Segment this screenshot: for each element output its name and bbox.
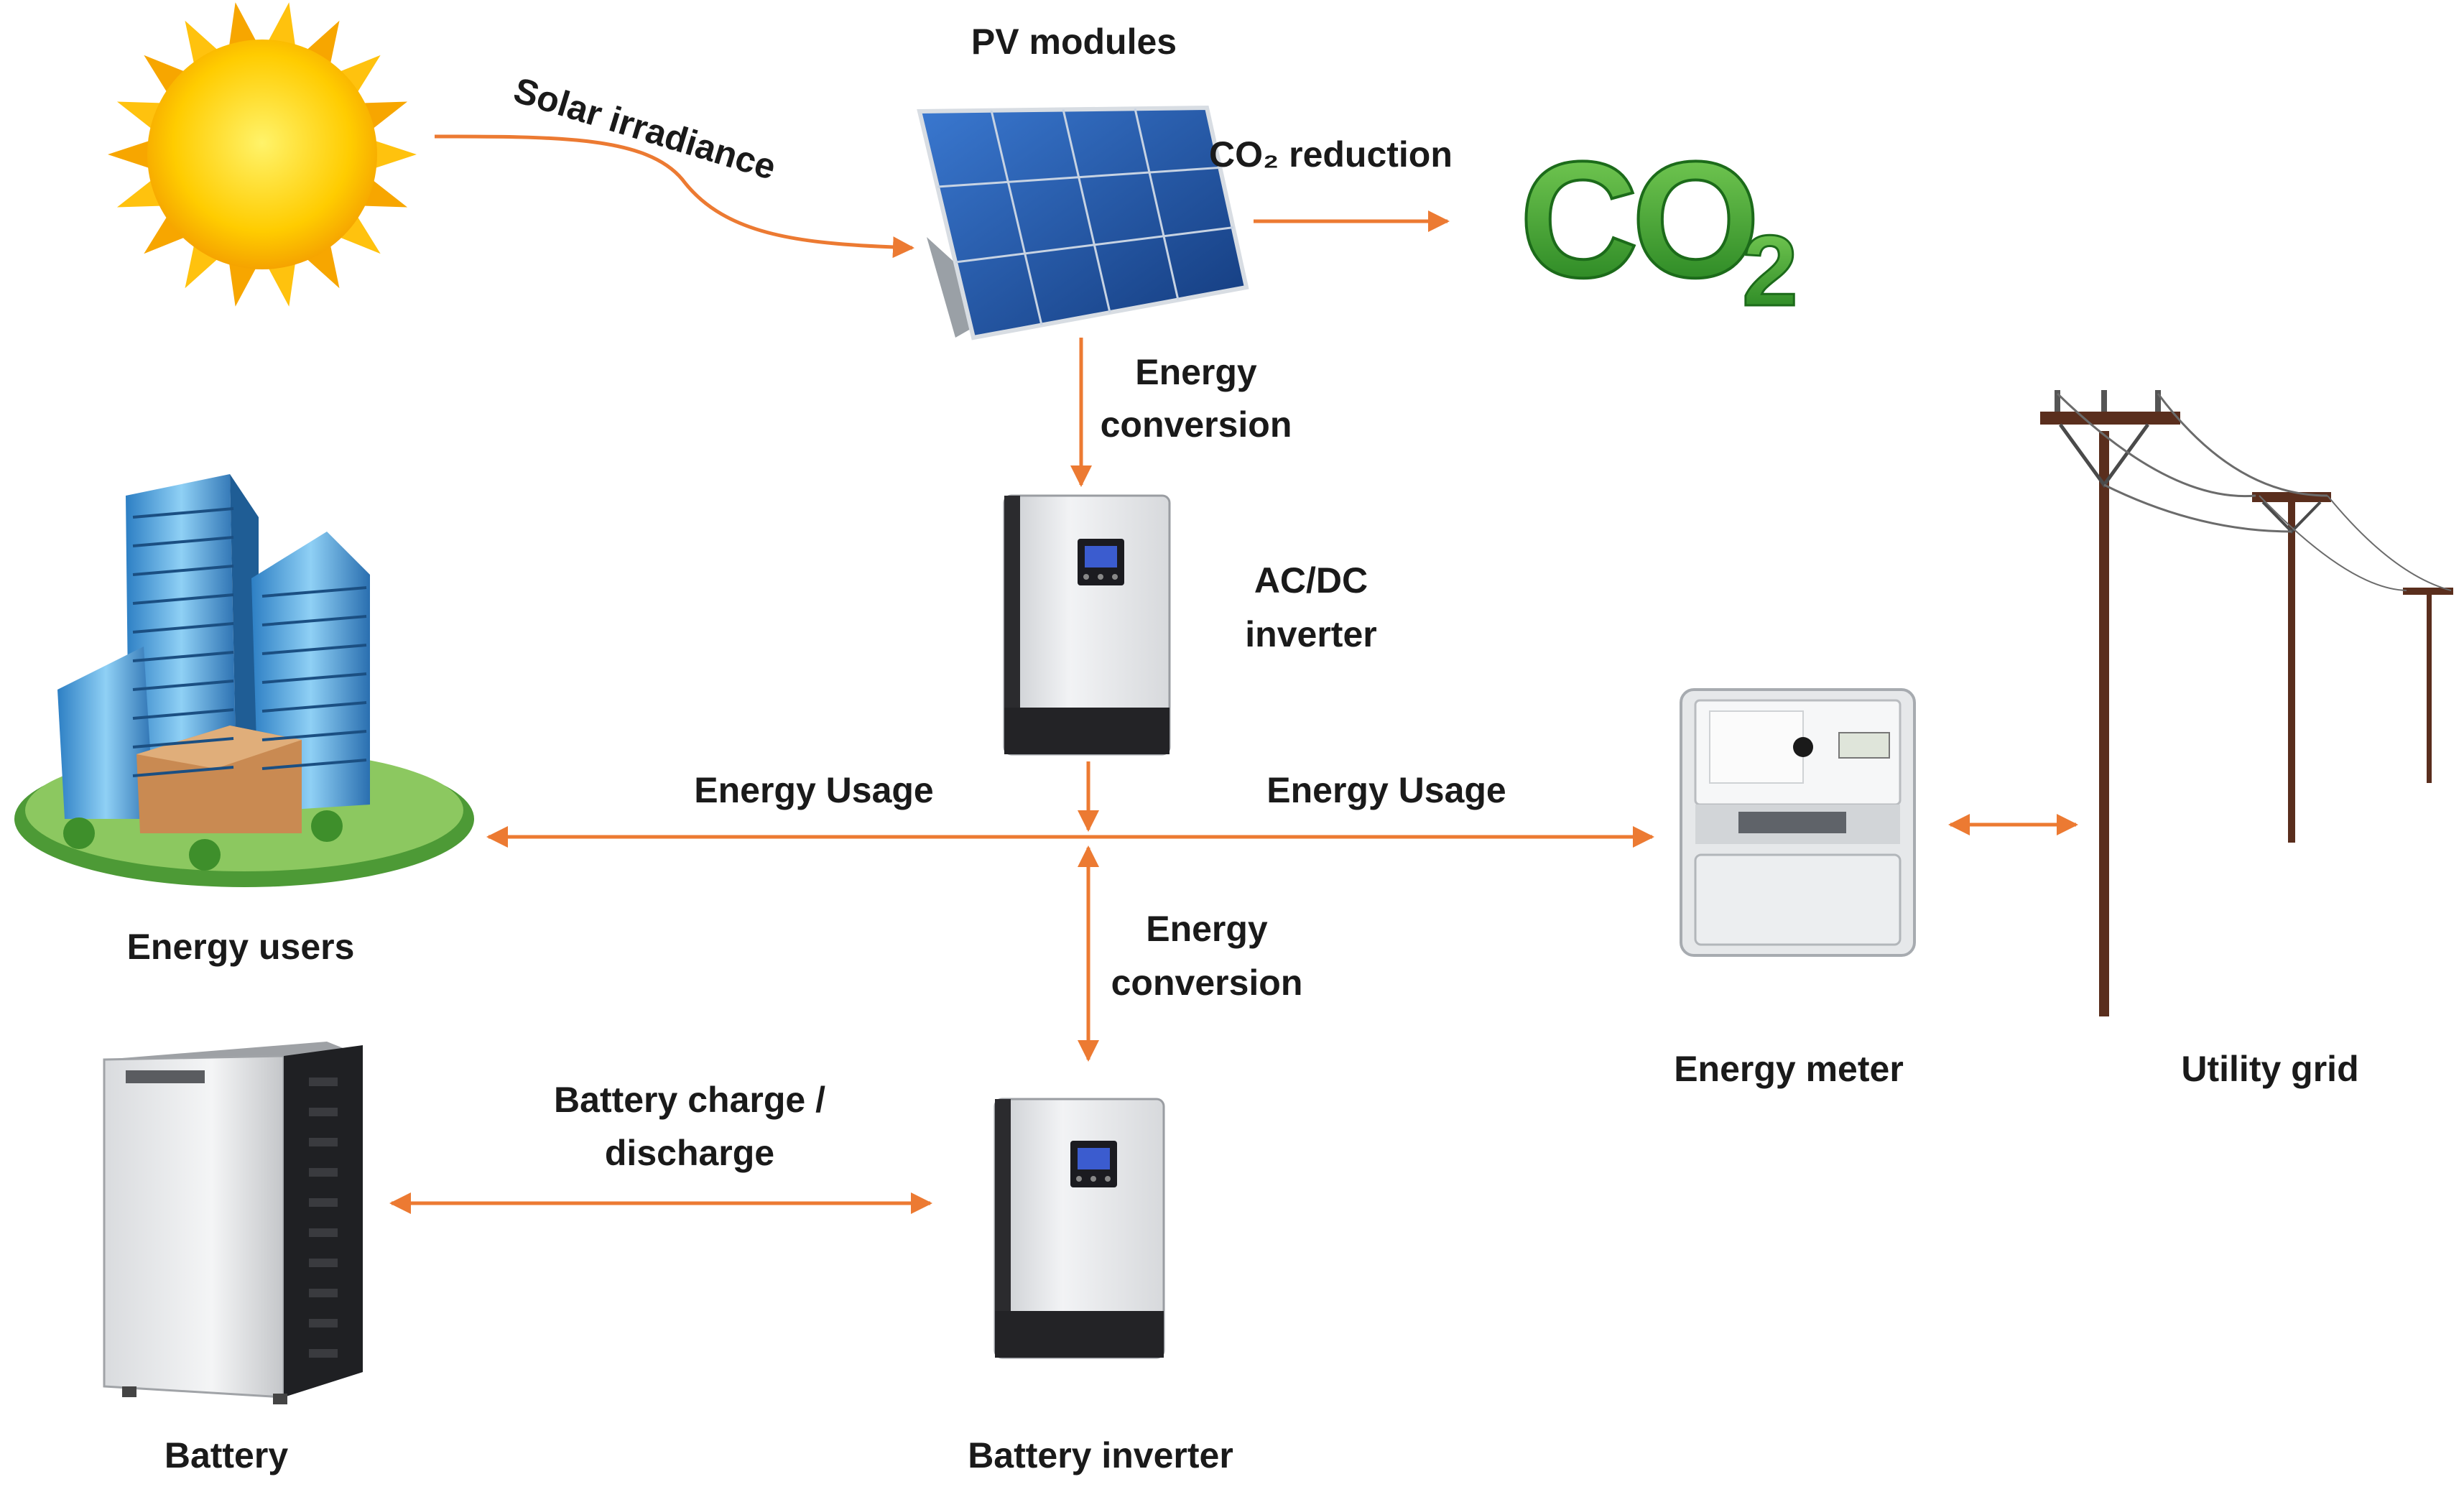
energy-conversion-top-line1: Energy [1135,352,1257,392]
co2-reduction-label: CO₂ reduction [1209,134,1453,175]
battery-label: Battery [165,1435,288,1475]
svg-text:CO: CO [1519,127,1754,312]
solar-panel-icon [917,105,1249,340]
office-buildings-icon [14,474,474,887]
svg-text:2: 2 [1742,214,1798,327]
energy-usage-right-label: Energy Usage [1266,770,1506,810]
energy-meter-icon [1680,688,1916,957]
energy-users-label: Energy users [127,927,355,967]
energy-conversion-bottom-line2: conversion [1111,963,1303,1003]
solar-irradiance-label: Solar irradiance [509,70,781,187]
sun-icon [108,2,417,307]
battery-inverter-icon [994,1098,1165,1359]
acdc-inverter-label-line1: AC/DC [1254,560,1368,601]
energy-conversion-bottom-line1: Energy [1146,909,1268,949]
battery-inverter-label: Battery inverter [968,1435,1233,1475]
pv-modules-label: PV modules [971,22,1177,62]
acdc-inverter-icon [1003,494,1171,756]
acdc-inverter-label-line2: inverter [1245,614,1376,654]
co2-logo: CO 2 [1518,126,1799,328]
utility-poles-icon [2040,390,2453,1016]
battery-charge-label-line1: Battery charge / [554,1080,825,1120]
energy-meter-label: Energy meter [1674,1049,1904,1089]
solar-irradiance-arrow [434,134,914,259]
energy-usage-left-label: Energy Usage [694,770,933,810]
energy-conversion-top-line2: conversion [1101,404,1292,445]
battery-charge-label-line2: discharge [605,1133,774,1173]
battery-cabinet-icon [103,1042,363,1404]
utility-grid-label: Utility grid [2181,1049,2358,1089]
